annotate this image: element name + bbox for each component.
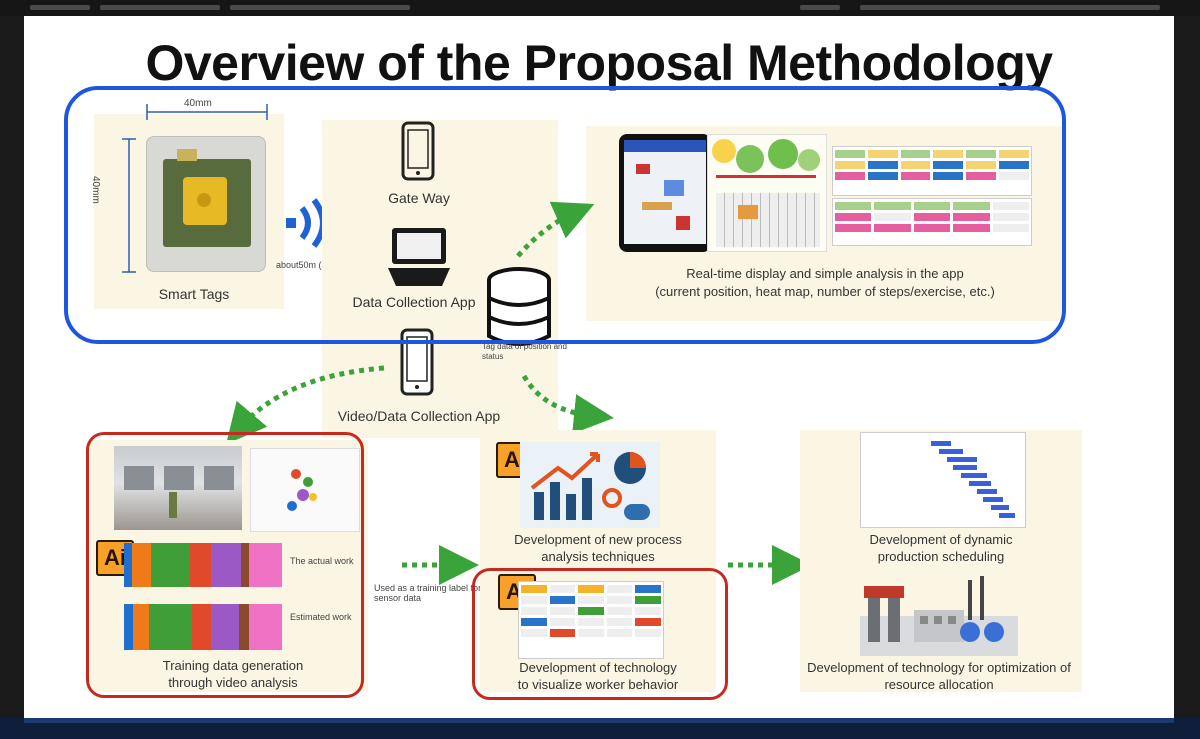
training-label-caption-2: sensor data xyxy=(374,593,422,603)
training-frame xyxy=(86,432,364,698)
factory-photo xyxy=(114,446,242,530)
actual-work-bar xyxy=(124,543,282,587)
smart-tags-caption: Smart Tags xyxy=(158,286,230,302)
window-top-bar xyxy=(0,0,1200,16)
slide-title: Overview of the Proposal Methodology xyxy=(145,35,1053,91)
dimension-lines xyxy=(122,104,268,273)
3d-plot-image xyxy=(250,448,360,532)
behavior-table-image xyxy=(518,581,664,659)
video-data-app-label: Video/Data Collection App xyxy=(337,408,501,424)
estimated-work-bar xyxy=(124,604,282,650)
gateway-label: Gate Way xyxy=(388,190,450,206)
database-caption: Tag data of position and status xyxy=(482,342,567,361)
smartphone-icon-2 xyxy=(400,328,434,396)
analytics-chart-icon xyxy=(520,442,660,528)
visualize-caption-2: to visualize worker behavior xyxy=(517,677,679,692)
training-caption-2: through video analysis xyxy=(168,675,298,690)
training-label-caption-1: Used as a training label for xyxy=(374,583,482,593)
resource-caption-1: Development of technology for optimizati… xyxy=(807,660,1071,675)
process-caption-1: Development of new process xyxy=(514,532,682,547)
steps-table-image-2 xyxy=(832,198,1032,246)
gantt-chart-image xyxy=(860,432,1026,528)
visualize-caption-1: Development of technology xyxy=(519,660,677,675)
actual-work-label: The actual work xyxy=(290,556,354,566)
factory-icon xyxy=(860,576,1018,656)
process-caption-2: analysis techniques xyxy=(541,549,655,564)
width-label: 40mm xyxy=(184,98,212,109)
app-phone-image xyxy=(619,134,711,252)
ble-label: about50m (BLE) xyxy=(276,260,342,270)
realtime-caption-2: (current position, heat map, number of s… xyxy=(655,284,995,299)
visualize-frame xyxy=(472,568,728,700)
smartphone-icon xyxy=(401,121,435,181)
heatmap-image xyxy=(707,134,827,252)
steps-table-image-1 xyxy=(832,146,1032,196)
laptop-icon xyxy=(388,228,450,286)
bottom-bar xyxy=(0,718,1200,739)
slide: Overview of the Proposal Methodology 40m… xyxy=(24,16,1174,718)
training-caption-1: Training data generation xyxy=(162,658,304,673)
resource-caption-2: resource allocation xyxy=(884,677,994,692)
scheduling-caption-1: Development of dynamic xyxy=(869,532,1013,547)
scheduling-caption-2: production scheduling xyxy=(877,549,1005,564)
estimated-work-label: Estimated work xyxy=(290,612,352,622)
realtime-caption-1: Real-time display and simple analysis in… xyxy=(686,266,964,281)
smart-tag-image xyxy=(146,136,266,272)
data-collection-app-label: Data Collection App xyxy=(352,294,476,310)
flow-arrows xyxy=(226,201,812,585)
sensing-group-frame xyxy=(64,86,1066,344)
